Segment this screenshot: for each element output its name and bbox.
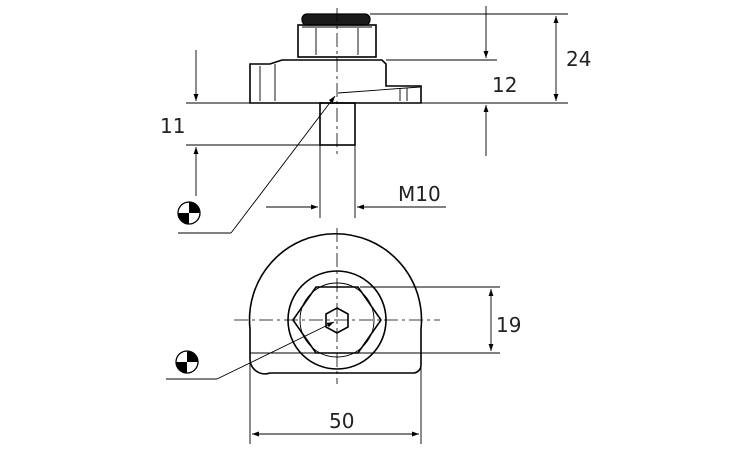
side-view: 24 12 11 M10 (160, 6, 591, 234)
dim-thread: M10 (398, 182, 441, 206)
dim-width: 50 (329, 409, 354, 433)
knurled-cap (301, 13, 371, 26)
dim-hex-size: 19 (496, 313, 521, 337)
top-view: 19 50 (166, 228, 521, 444)
threaded-stud (319, 102, 356, 146)
dim-height-total: 24 (566, 47, 591, 71)
center-of-gravity-icon (175, 350, 199, 374)
center-of-gravity-icon (177, 201, 201, 225)
dim-stud-length: 11 (160, 114, 185, 138)
dim-height-base: 12 (492, 73, 517, 97)
clamp-body-side (249, 59, 422, 104)
